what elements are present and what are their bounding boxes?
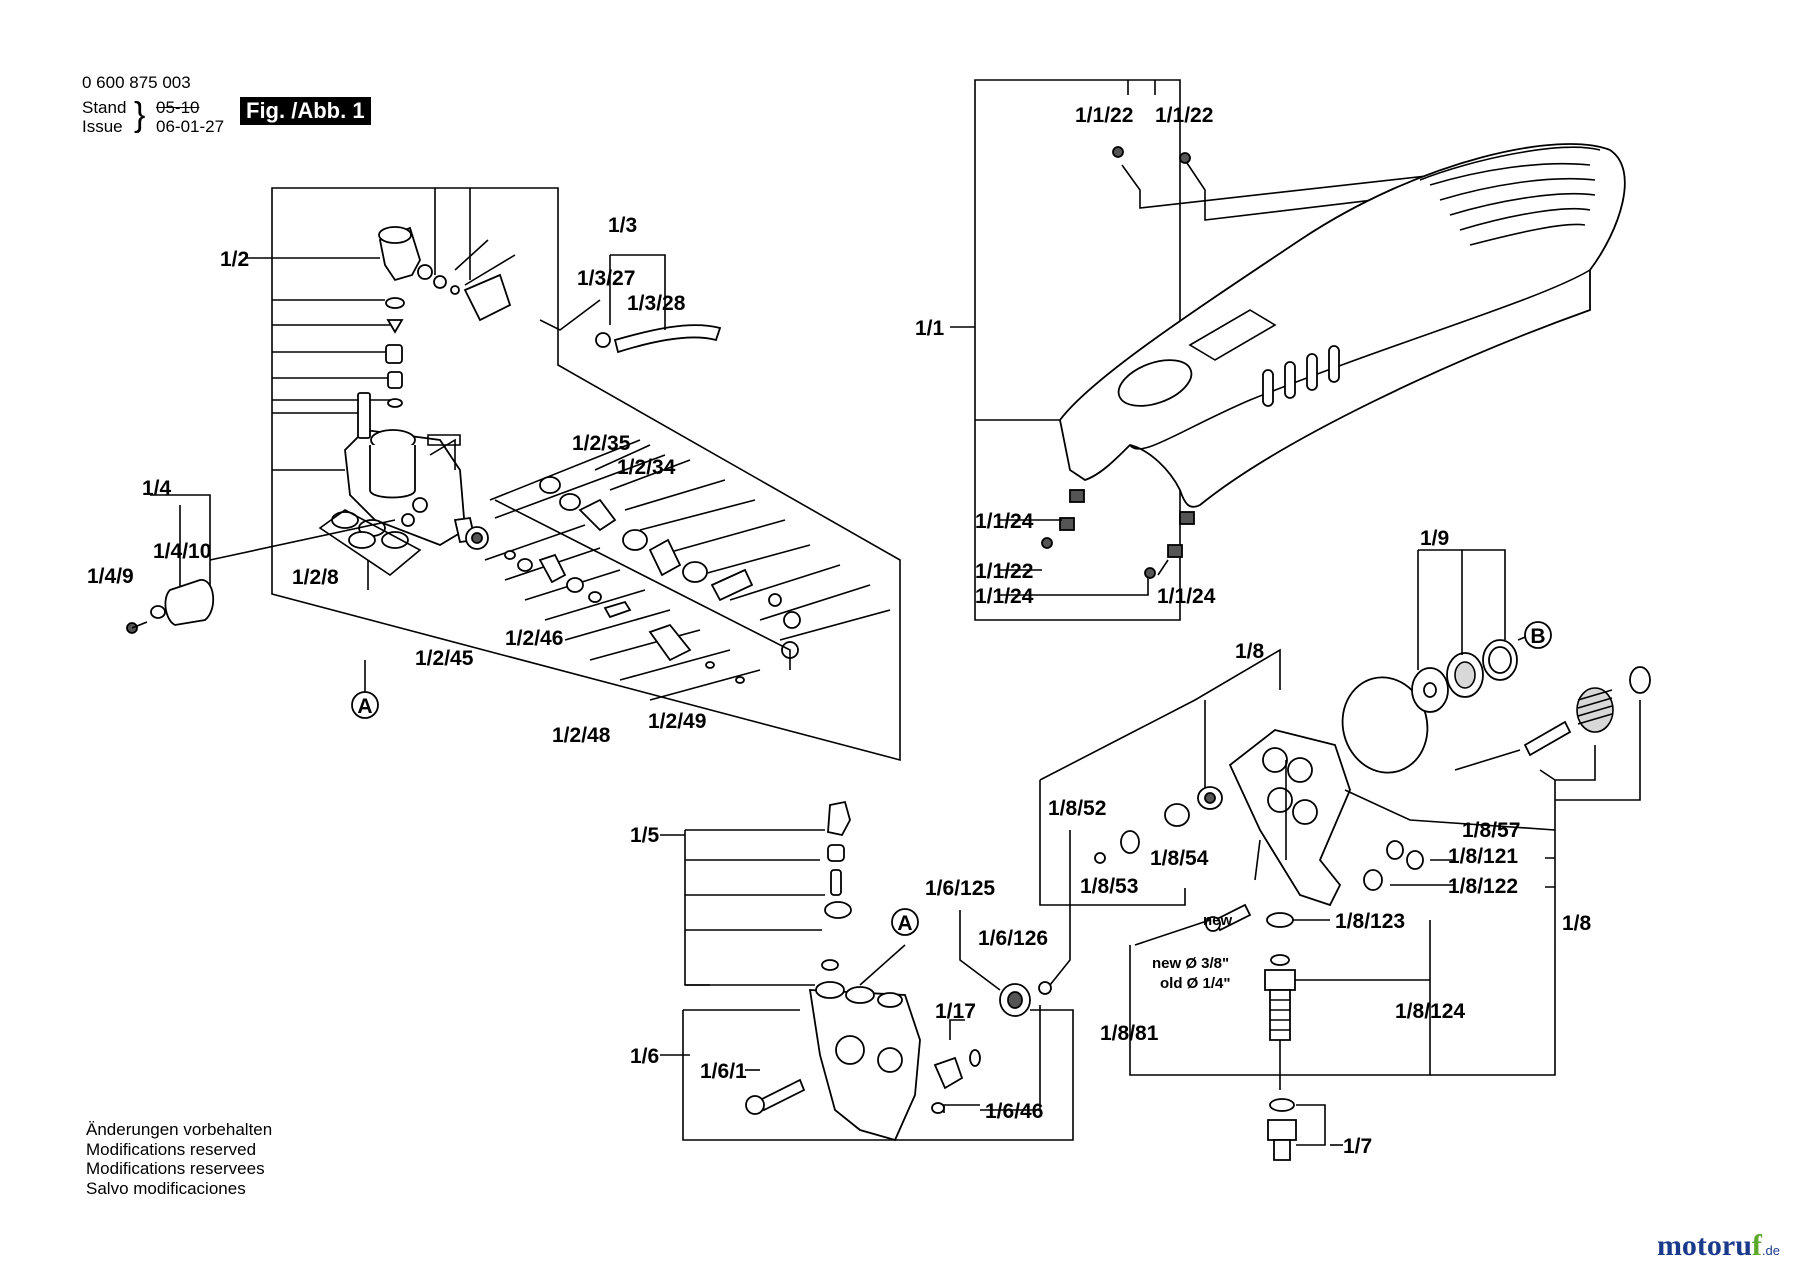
- cover-shell: [1059, 143, 1626, 508]
- note-line: Modifications reservees: [86, 1159, 265, 1178]
- label-1-2-35: 1/2/35: [572, 432, 631, 455]
- label-1-6-125: 1/6/125: [925, 877, 995, 900]
- label-new: new: [1203, 912, 1233, 929]
- label-1-3-27: 1/3/27: [577, 267, 635, 290]
- label-1-1-22a: 1/1/22: [1075, 104, 1133, 127]
- label-1-1-24c: 1/1/24: [1157, 585, 1216, 608]
- label-1-2-45: 1/2/45: [415, 647, 474, 670]
- valve-group: [126, 187, 901, 762]
- issue-value: 06-01-27: [156, 117, 225, 136]
- stand-value: 05-10: [156, 98, 200, 117]
- label-1-8-122: 1/8/122: [1448, 875, 1518, 898]
- label-1-1-22b: 1/1/22: [1155, 104, 1213, 127]
- label-1-4: 1/4: [142, 477, 172, 500]
- pump-head-group: [660, 800, 1074, 1142]
- label-1-6-126: 1/6/126: [978, 927, 1048, 950]
- label-1-6-46: 1/6/46: [985, 1100, 1043, 1123]
- callout-text-b: B: [1530, 625, 1545, 648]
- brand-main: motoru: [1656, 1229, 1752, 1262]
- label-1-8-54: 1/8/54: [1150, 847, 1209, 870]
- label-1-1: 1/1: [915, 317, 945, 340]
- label-1-2-49: 1/2/49: [648, 710, 706, 733]
- label-1-1-24a: 1/1/24: [975, 510, 1034, 533]
- stand-label: Stand: [82, 98, 127, 117]
- label-1-17: 1/17: [935, 1000, 976, 1023]
- figure-badge: Fig. /Abb. 1: [240, 97, 371, 125]
- brand-logo: motoruf.de: [1657, 1229, 1780, 1263]
- label-1-8-121: 1/8/121: [1448, 845, 1518, 868]
- callout-A-right: A: [891, 908, 919, 936]
- label-1-5: 1/5: [630, 824, 660, 847]
- label-1-2-48: 1/2/48: [552, 724, 611, 747]
- bearing: [164, 579, 214, 626]
- callout-B: B: [1517, 621, 1552, 649]
- label-1-8-81: 1/8/81: [1100, 1022, 1159, 1045]
- brace: }: [134, 96, 146, 134]
- label-1-2-8: 1/2/8: [292, 566, 339, 589]
- label-1-6: 1/6: [630, 1045, 659, 1068]
- note-line: Modifications reserved: [86, 1139, 257, 1159]
- drawing-number: 0 600 875 003: [82, 73, 191, 92]
- brand-accent: f: [1751, 1229, 1762, 1262]
- label-1-4-10: 1/4/10: [153, 540, 211, 563]
- label-1-1-22c: 1/1/22: [975, 560, 1033, 583]
- piston-housing: [1228, 729, 1351, 907]
- callout-text-a-left: A: [357, 695, 372, 718]
- label-1-8-123: 1/8/123: [1335, 910, 1405, 933]
- part-labels: 1/1/22 1/1/22 1/1 1/1/24 1/1/22 1/1/24 1…: [87, 104, 1592, 1158]
- notes-block: Änderungen vorbehalten Modifications res…: [86, 1120, 272, 1198]
- brand-suffix: .de: [1761, 1243, 1780, 1258]
- label-1-9: 1/9: [1420, 527, 1449, 550]
- label-1-4-9: 1/4/9: [87, 565, 134, 588]
- pump-housing: [808, 989, 921, 1142]
- callout-A-left: A: [351, 660, 379, 719]
- label-1-3: 1/3: [608, 214, 637, 237]
- label-new-dia: new Ø 3/8": [1152, 955, 1229, 972]
- label-1-8-52: 1/8/52: [1048, 797, 1106, 820]
- label-old-dia: old Ø 1/4": [1160, 975, 1230, 992]
- label-1-8a: 1/8: [1235, 640, 1265, 663]
- label-1-3-28: 1/3/28: [627, 292, 686, 315]
- hose: [613, 324, 722, 354]
- label-1-2-46: 1/2/46: [505, 627, 563, 650]
- note-line: Salvo modificaciones: [86, 1178, 246, 1198]
- cover-group: [950, 79, 1626, 621]
- callout-text-a-right: A: [897, 912, 912, 935]
- label-1-6-1: 1/6/1: [700, 1060, 747, 1083]
- label-1-8-124: 1/8/124: [1395, 1000, 1465, 1023]
- label-1-8b: 1/8: [1562, 912, 1592, 935]
- note-line: Änderungen vorbehalten: [86, 1120, 273, 1139]
- label-1-2: 1/2: [220, 248, 249, 271]
- piston-group: [1039, 549, 1651, 1161]
- label-1-2-34: 1/2/34: [617, 456, 676, 479]
- label-1-8-57: 1/8/57: [1462, 819, 1520, 842]
- label-1-8-53: 1/8/53: [1080, 875, 1138, 898]
- label-1-7: 1/7: [1343, 1135, 1372, 1158]
- label-1-1-24b: 1/1/24: [975, 585, 1034, 608]
- issue-label: Issue: [82, 117, 123, 136]
